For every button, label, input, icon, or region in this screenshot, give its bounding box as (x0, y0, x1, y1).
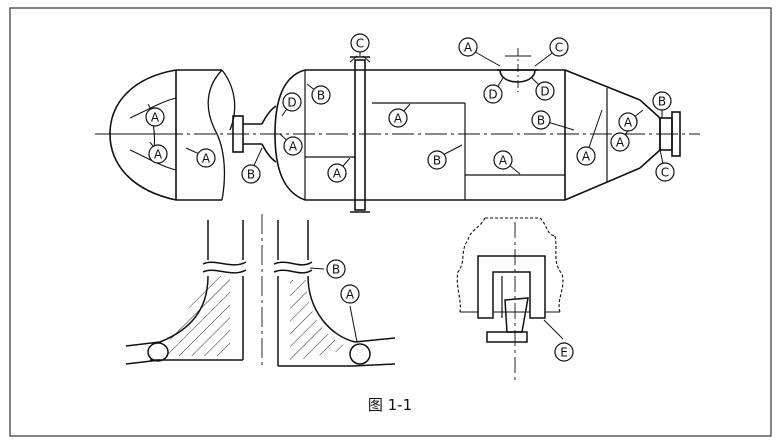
callout-b: B (427, 150, 447, 170)
callout-letter: E (560, 346, 568, 360)
callout-letter: A (289, 140, 298, 154)
callout-a: A (283, 136, 303, 156)
figure-caption: 图 1-1 (367, 396, 413, 414)
callout-a: A (148, 144, 168, 164)
tube-plate (354, 59, 366, 211)
callout-letter: A (394, 112, 403, 126)
callout-letter: A (624, 116, 633, 130)
callout-a: A (458, 37, 478, 57)
callout-d: D (535, 81, 555, 101)
callout-letter: A (333, 167, 342, 181)
callout-c: C (549, 37, 569, 57)
vessel-assembly (95, 48, 700, 213)
callout-a: A (493, 150, 513, 170)
callout-letter: A (616, 136, 625, 150)
callout-a: A (576, 146, 596, 166)
callout-a: A (145, 107, 165, 127)
callout-a: A (327, 163, 347, 183)
callout-letter: B (658, 95, 666, 109)
callout-d: D (282, 92, 302, 112)
callout-b: B (326, 259, 346, 279)
callout-d: D (483, 84, 503, 104)
callout-c: C (350, 33, 370, 53)
callout-letter: C (356, 37, 364, 51)
support-detail (456, 217, 564, 380)
callout-letter: D (287, 96, 296, 110)
callout-letter: A (499, 154, 508, 168)
callout-letter: C (661, 166, 669, 180)
callout-a: A (388, 108, 408, 128)
callout-a: A (340, 284, 360, 304)
nozzle-detail-left (125, 214, 396, 367)
callout-letter: B (332, 263, 340, 277)
callout-b: B (311, 85, 331, 105)
callout-letter: A (346, 288, 355, 302)
callout-letter: B (317, 89, 325, 103)
callout-letter: D (488, 88, 497, 102)
callout-letter: C (555, 41, 563, 55)
callout-letter: B (247, 168, 255, 182)
callout-a: A (618, 112, 638, 132)
callout-b: B (241, 164, 261, 184)
callout-b: B (652, 91, 672, 111)
left-head (109, 69, 177, 201)
callout-letter: D (540, 85, 549, 99)
callout-c: C (655, 162, 675, 182)
callout-letter: A (582, 150, 591, 164)
callout-letter: A (154, 148, 163, 162)
callout-letter: A (151, 111, 160, 125)
callout-letter: B (433, 154, 441, 168)
callout-e: E (554, 342, 574, 362)
callout-letter: A (202, 152, 211, 166)
callout-a: A (196, 148, 216, 168)
callout-b: B (531, 110, 551, 130)
callout-a: A (610, 132, 630, 152)
main-shell (274, 69, 306, 201)
cone-reducer (564, 69, 641, 201)
callout-letter: A (464, 41, 473, 55)
callout-letter: B (537, 114, 545, 128)
figure-frame (9, 7, 772, 437)
